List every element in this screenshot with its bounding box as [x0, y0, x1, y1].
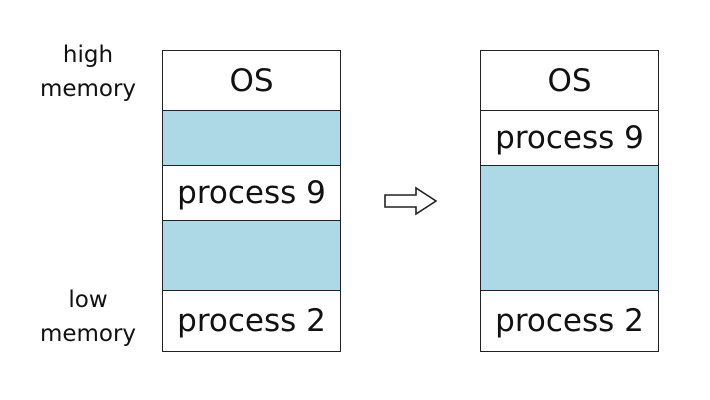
segment-process-2: process 2 — [481, 290, 658, 350]
segment-hole — [481, 165, 658, 290]
segment-process-2-label: process 2 — [495, 302, 644, 339]
high-memory-label-line2: memory — [39, 76, 137, 102]
segment-hole — [163, 220, 340, 290]
segment-process-9-label: process 9 — [495, 120, 644, 156]
segment-os-label: OS — [229, 62, 274, 99]
memory-before-compaction: OS process 9 process 2 — [162, 50, 341, 352]
high-memory-label: high memory — [33, 38, 143, 106]
segment-os: OS — [163, 51, 340, 110]
high-memory-label-line1: high — [62, 42, 114, 68]
segment-process-2: process 2 — [163, 290, 340, 350]
low-memory-label-line1: low — [68, 287, 108, 313]
segment-process-9: process 9 — [163, 165, 340, 220]
memory-after-compaction: OS process 9 process 2 — [480, 50, 659, 352]
segment-process-9: process 9 — [481, 110, 658, 165]
segment-process-2-label: process 2 — [177, 302, 326, 339]
segment-os-label: OS — [547, 62, 592, 99]
low-memory-label: low memory — [33, 283, 143, 351]
segment-os: OS — [481, 51, 658, 110]
low-memory-label-line2: memory — [39, 321, 137, 347]
segment-hole — [163, 110, 340, 165]
right-arrow-icon — [384, 186, 438, 216]
segment-process-9-label: process 9 — [177, 175, 326, 211]
